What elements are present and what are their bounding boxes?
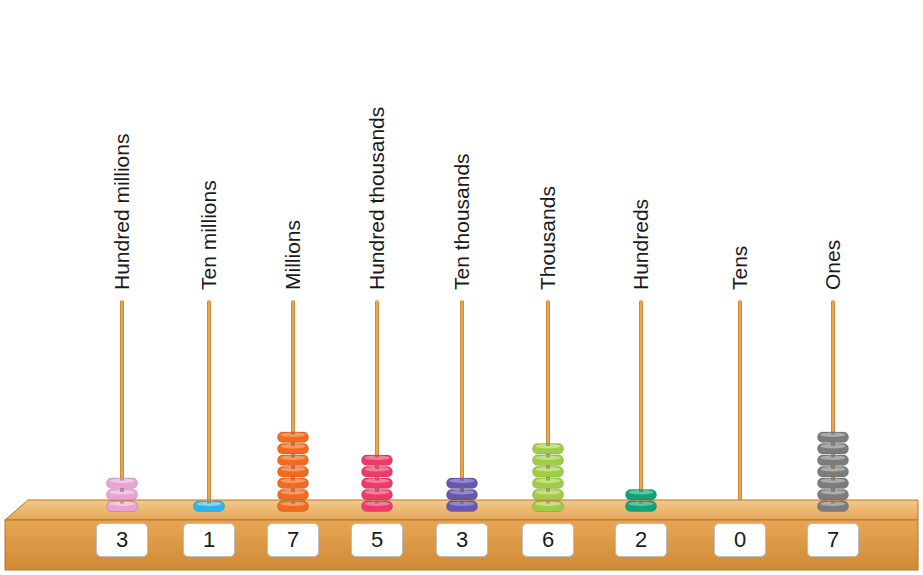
abacus-bead (278, 455, 309, 466)
abacus-bead (447, 490, 478, 501)
abacus-rods (115, 300, 840, 515)
abacus-bead (107, 478, 138, 489)
abacus-rod (375, 300, 379, 512)
abacus-rod (831, 300, 835, 512)
digit-box: 0 (714, 523, 766, 557)
place-value-label: Hundred thousands (365, 107, 389, 290)
abacus-bead (278, 478, 309, 489)
abacus-bead (362, 467, 393, 478)
abacus-bead (818, 444, 849, 455)
place-value-label: Ten thousands (450, 153, 474, 290)
digit-box: 5 (351, 523, 403, 557)
place-value-label: Millions (281, 220, 305, 290)
place-value-label: Ones (821, 240, 845, 290)
place-value-label: Hundred millions (110, 134, 134, 290)
abacus-bead (362, 455, 393, 466)
digit: 5 (371, 527, 383, 553)
abacus-bead (533, 455, 564, 466)
abacus-bead (107, 501, 138, 512)
place-value-label: Thousands (536, 186, 560, 290)
digit-box: 7 (267, 523, 319, 557)
abacus-rod (738, 300, 742, 512)
abacus-bead (818, 490, 849, 501)
digit-box: 6 (522, 523, 574, 557)
abacus-bead (447, 478, 478, 489)
abacus-bead (362, 490, 393, 501)
abacus-bead (107, 490, 138, 501)
abacus-bead (278, 490, 309, 501)
digit: 6 (542, 527, 554, 553)
abacus-bead (818, 432, 849, 443)
digit: 1 (203, 527, 215, 553)
abacus-bead (533, 490, 564, 501)
digit: 7 (827, 527, 839, 553)
abacus-bead (533, 444, 564, 455)
abacus-bead (818, 455, 849, 466)
abacus-bead (278, 432, 309, 443)
abacus-bead (626, 490, 657, 501)
digit: 3 (456, 527, 468, 553)
digit-box: 2 (615, 523, 667, 557)
digit-box: 3 (436, 523, 488, 557)
abacus-bead (278, 501, 309, 512)
abacus-bead (818, 501, 849, 512)
abacus-bead (194, 501, 225, 512)
abacus-bead (278, 467, 309, 478)
digit: 7 (287, 527, 299, 553)
abacus-bead (533, 467, 564, 478)
abacus-bead (447, 501, 478, 512)
place-value-label: Hundreds (629, 199, 653, 290)
abacus-base-front (5, 520, 918, 570)
place-value-label: Tens (728, 246, 752, 290)
abacus-bead (626, 501, 657, 512)
abacus-bead (362, 501, 393, 512)
abacus-rod (291, 300, 295, 512)
abacus-rod (460, 300, 464, 512)
digit: 0 (734, 527, 746, 553)
abacus-rod (639, 300, 643, 512)
place-value-label: Ten millions (197, 180, 221, 290)
abacus-rod (207, 300, 211, 512)
digit-box: 7 (807, 523, 859, 557)
abacus-bead (818, 478, 849, 489)
digit-box: 3 (96, 523, 148, 557)
abacus-rod (120, 300, 124, 512)
digit: 3 (116, 527, 128, 553)
abacus-bead (533, 501, 564, 512)
abacus-bead (533, 478, 564, 489)
abacus-rod (546, 300, 550, 512)
abacus-beads (107, 432, 849, 512)
digit-box: 1 (183, 523, 235, 557)
digit: 2 (635, 527, 647, 553)
abacus-bead (362, 478, 393, 489)
abacus-bead (278, 444, 309, 455)
abacus-base-top (5, 500, 918, 520)
abacus-bead (818, 467, 849, 478)
